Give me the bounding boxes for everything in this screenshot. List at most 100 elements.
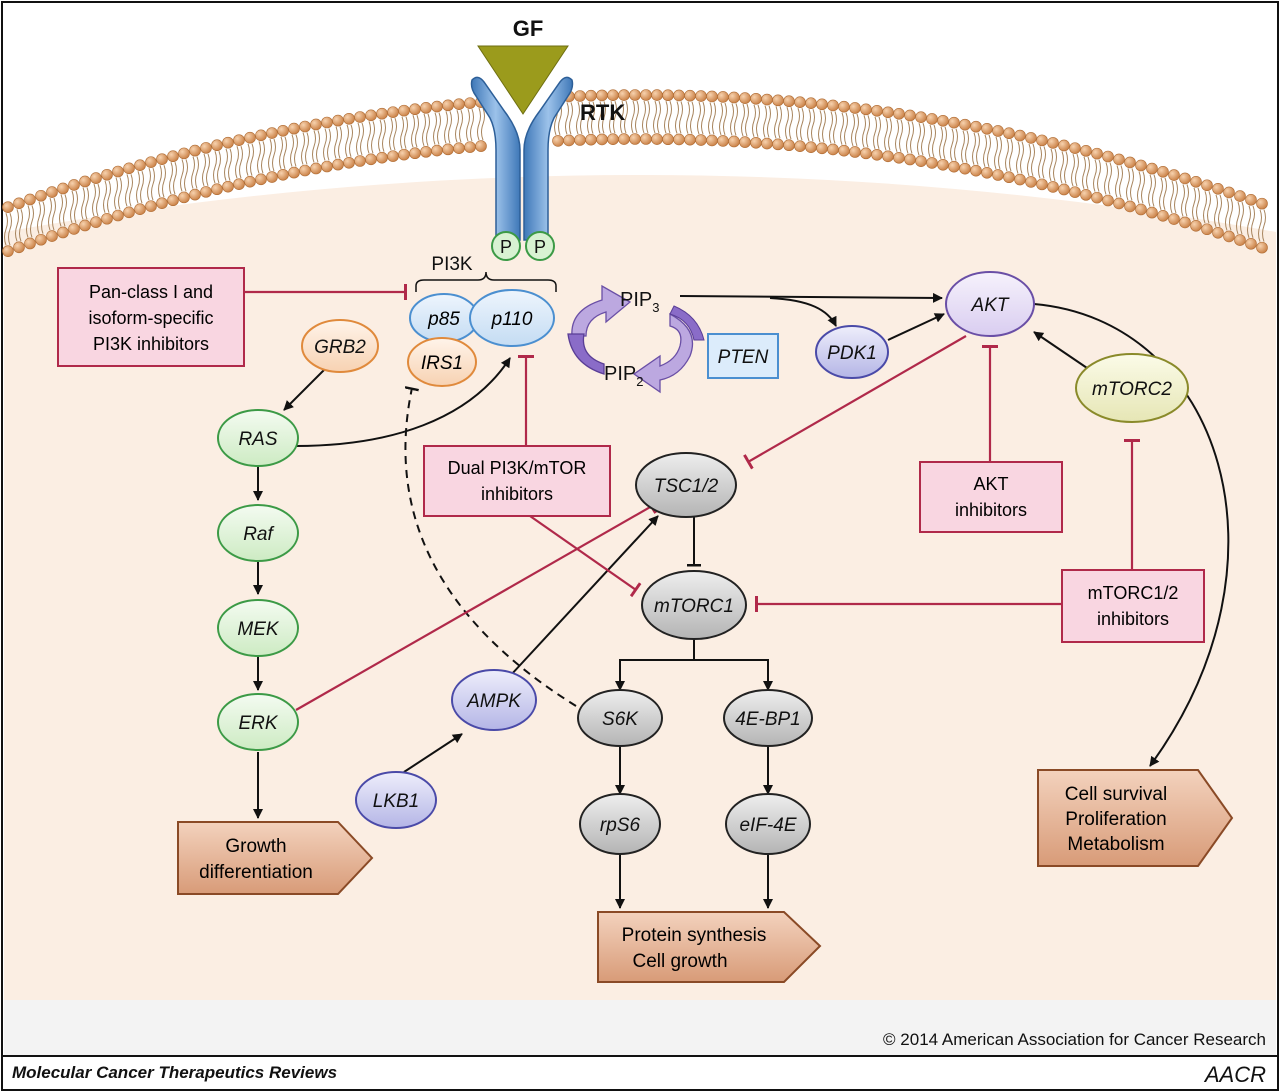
mek-label: MEK xyxy=(237,619,280,640)
pdk1-label: PDK1 xyxy=(827,343,877,364)
lipid-head xyxy=(321,160,333,173)
lipid-head xyxy=(981,123,993,135)
lipid-head xyxy=(398,148,410,161)
lipid-head xyxy=(904,109,916,122)
lipid-head xyxy=(893,108,905,120)
lipid-head xyxy=(959,118,971,131)
ebp1-node xyxy=(723,689,813,747)
lipid-head xyxy=(673,133,685,146)
lipid-head xyxy=(1168,213,1180,225)
phospho-label-left: P xyxy=(500,237,512,257)
pdk1-node xyxy=(815,325,889,379)
lipid-head xyxy=(860,103,872,116)
growth-line-2: differentiation xyxy=(199,862,313,883)
lipid-head xyxy=(739,92,751,104)
lipid-head xyxy=(398,104,410,117)
phospho-left xyxy=(491,231,521,261)
ampk-node xyxy=(451,669,537,731)
lipid-head xyxy=(728,91,740,104)
akt-node xyxy=(945,271,1035,337)
lipid-head xyxy=(794,140,806,152)
lipid-head xyxy=(662,133,674,146)
lipid-head xyxy=(288,122,300,135)
lipid-head xyxy=(937,158,949,171)
lipid-head xyxy=(277,168,289,181)
lipid-head xyxy=(222,136,234,149)
lipid-head xyxy=(992,125,1004,137)
lipid-head xyxy=(838,144,850,157)
lipid-head xyxy=(255,173,267,186)
lipid-head xyxy=(431,100,443,113)
lipid-head xyxy=(926,113,938,125)
lipid-head xyxy=(101,212,113,225)
lipid-head xyxy=(343,156,355,169)
lipid-head xyxy=(1113,153,1125,166)
lipid-head xyxy=(134,159,146,171)
aacr-logo: AACR xyxy=(1203,1062,1266,1087)
arrow-pdk1-akt xyxy=(887,313,945,341)
mtorc1-label: mTORC1 xyxy=(654,596,734,617)
lipid-head xyxy=(1256,241,1268,254)
lipid-head xyxy=(1069,186,1081,198)
lipid-head xyxy=(321,116,333,129)
arrow-mtorc2-akt xyxy=(1033,331,1091,371)
pip2-to-pip3-arrow xyxy=(571,284,632,337)
lipid-head xyxy=(46,186,58,198)
lipid-head xyxy=(233,178,245,190)
lipid-head xyxy=(376,107,388,120)
lipid-head xyxy=(453,142,465,154)
lipid-head xyxy=(794,96,806,108)
lipid-head xyxy=(354,155,366,167)
pan-class-inhibitor-box xyxy=(57,267,245,367)
lipid-head xyxy=(1003,171,1015,184)
lipid-head xyxy=(1190,219,1202,232)
survival-line-1: Cell survival xyxy=(1065,784,1167,805)
lipid-head xyxy=(695,90,707,102)
lipid-head xyxy=(959,162,971,175)
lipid-head xyxy=(299,120,311,133)
lipid-head xyxy=(112,165,124,178)
pip3-label: PIP3 xyxy=(620,289,659,315)
dual-inhibitor-box xyxy=(423,445,611,517)
lipid-head xyxy=(1135,203,1147,216)
arrow-mtorc1-s6k xyxy=(615,638,695,691)
lipid-head xyxy=(244,131,256,144)
lipid-head xyxy=(651,133,663,145)
lipid-head xyxy=(695,134,707,146)
grb2-node xyxy=(301,319,379,373)
lipid-head xyxy=(838,100,850,113)
lipid-head xyxy=(1234,234,1246,246)
lipid-head xyxy=(431,144,443,157)
lipid-head xyxy=(1025,132,1037,144)
lipid-head xyxy=(1080,189,1092,201)
lipid-head xyxy=(156,197,168,209)
dual-inhibitor-line-1: Dual PI3K/mTOR xyxy=(448,458,587,478)
lipid-head xyxy=(904,153,916,166)
lkb1-label: LKB1 xyxy=(373,791,419,812)
lipid-head xyxy=(574,134,586,146)
mtorc2-node xyxy=(1075,353,1189,423)
lipid-head xyxy=(288,166,300,179)
lipid-head xyxy=(57,182,69,195)
lipid-head xyxy=(1146,206,1158,219)
lipid-head xyxy=(211,139,223,152)
ebp1-label: 4E-BP1 xyxy=(735,709,800,730)
lipid-head xyxy=(178,147,190,160)
inhibitor-boxes: Pan-class I and isoform-specific PI3K in… xyxy=(57,267,1205,643)
lipid-head xyxy=(1102,194,1114,207)
lipid-head xyxy=(189,188,201,201)
lipid-head xyxy=(1223,186,1235,199)
lipid-head xyxy=(299,164,311,177)
lipid-head xyxy=(827,143,839,156)
mtorc12-inhibitor-line-1: mTORC1/2 xyxy=(1088,583,1179,603)
lipid-head xyxy=(145,156,157,168)
lipid-head xyxy=(1025,176,1037,188)
lipid-head xyxy=(277,124,289,137)
lipid-head xyxy=(13,197,25,210)
lipid-head xyxy=(1223,230,1235,243)
mtorc12-inhibitor-box xyxy=(1061,569,1205,643)
lipid-head xyxy=(442,99,454,112)
dual-inhibitor-line-2: inhibitors xyxy=(481,484,553,504)
